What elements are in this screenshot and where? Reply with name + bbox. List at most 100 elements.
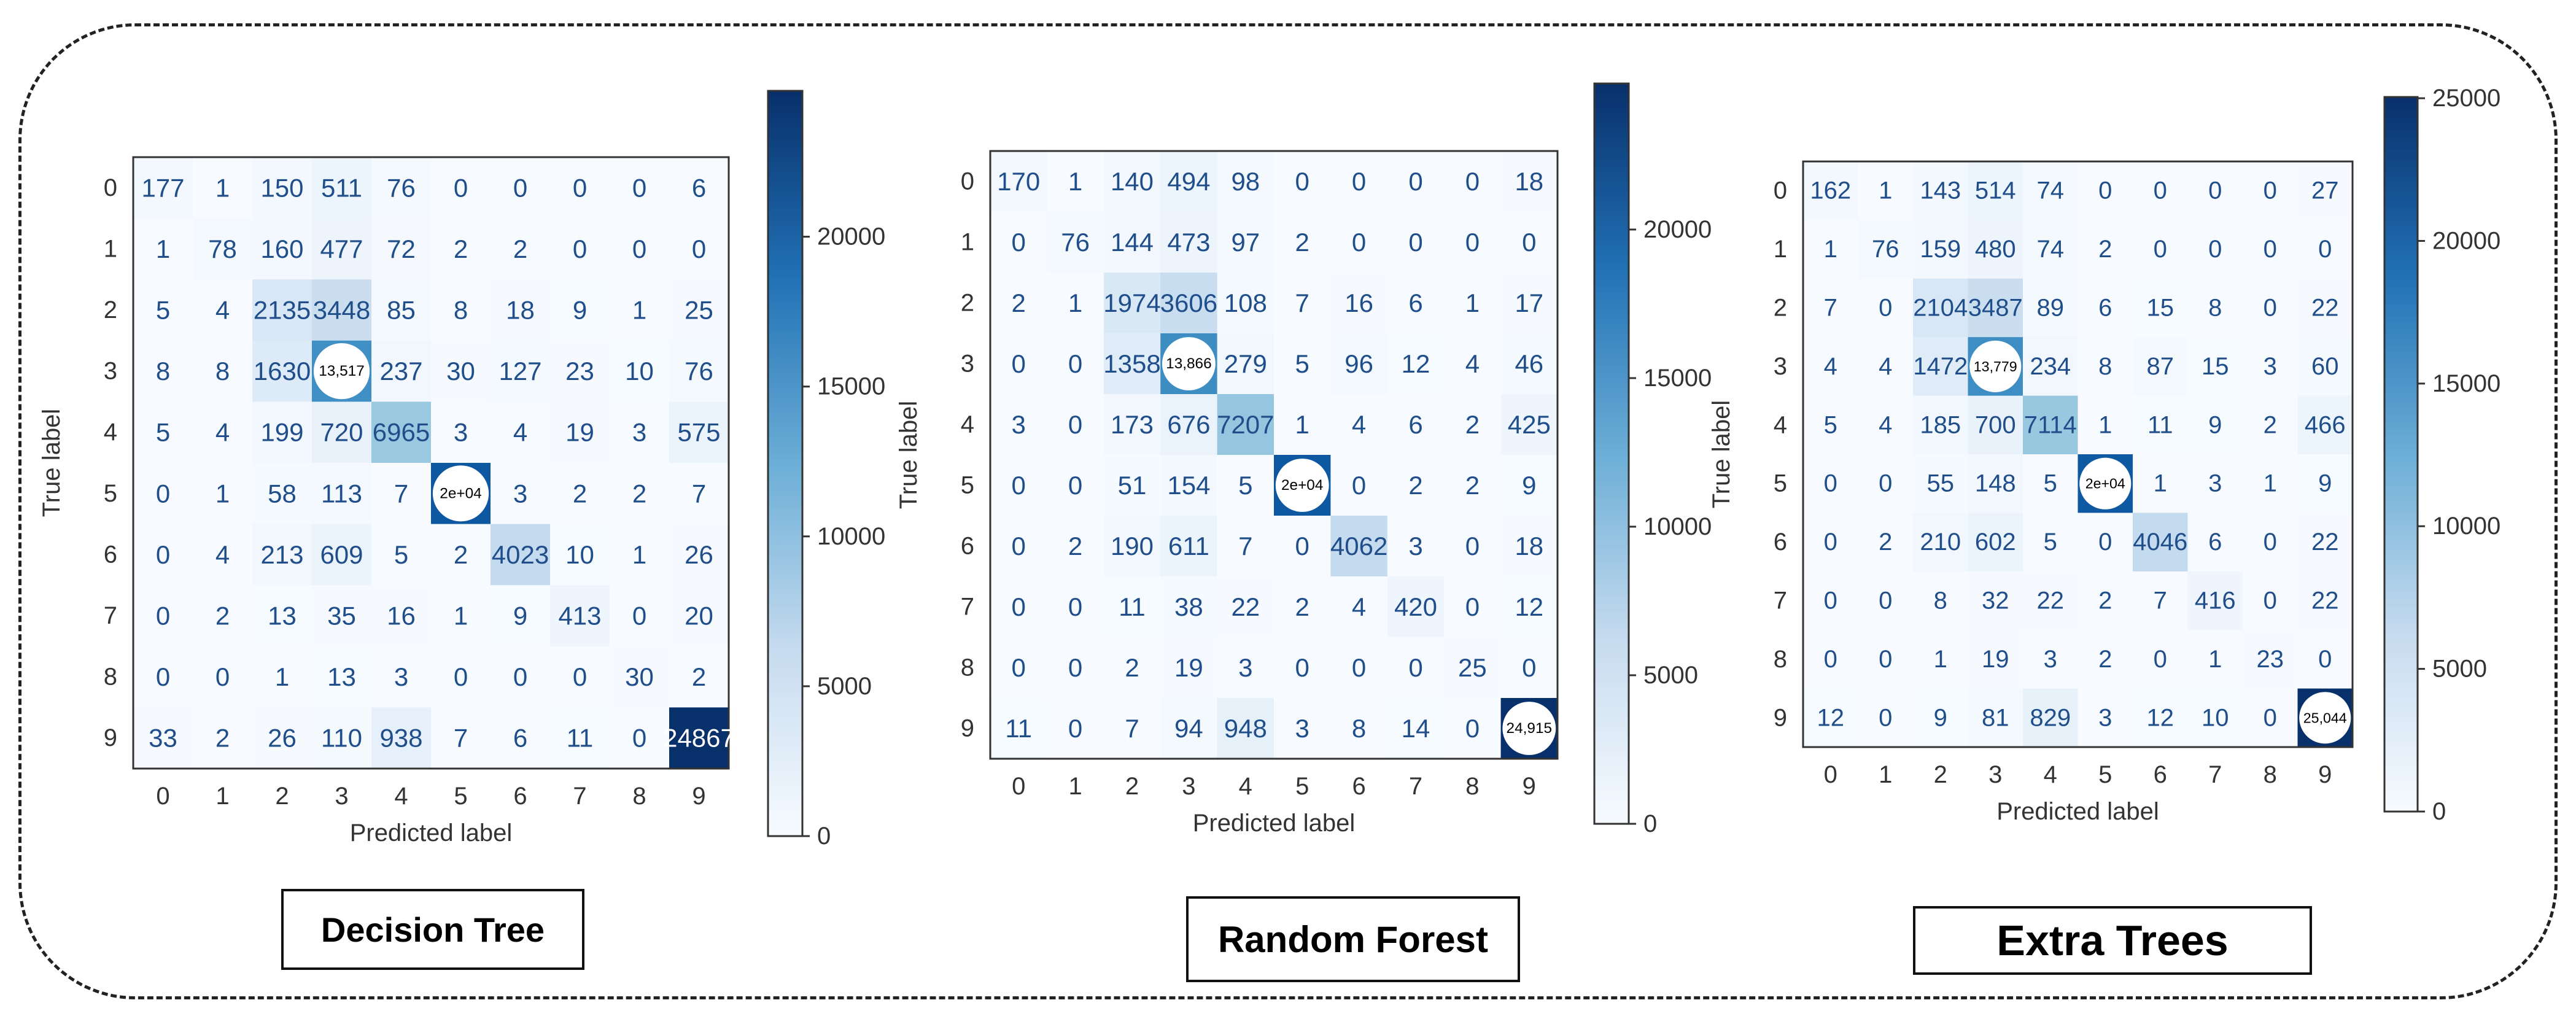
- cell-r0-c9: [669, 157, 729, 219]
- cell-r5-c9: [2297, 454, 2353, 513]
- cell-label-r5-c3: 148: [1975, 470, 2016, 497]
- cell-r6-c4: [1217, 516, 1274, 577]
- cell-r5-c0: [990, 455, 1047, 516]
- cell-label-r5-c4: 5: [2044, 470, 2057, 497]
- colorbar: [767, 90, 804, 837]
- cell-label-r7-c6: 7: [2154, 587, 2167, 614]
- y-tick-label-4: 4: [104, 419, 117, 446]
- cell-r2-c0: [133, 279, 193, 341]
- cell-label-r2-c5: 8: [454, 296, 468, 325]
- cell-r3-c2: [1103, 333, 1161, 395]
- cell-r4-c0: [990, 394, 1047, 455]
- cell-r1-c8: [610, 218, 670, 280]
- cell-r2-c5: [431, 279, 491, 341]
- x-tick-label-9: 9: [2318, 761, 2332, 788]
- cell-r5-c4: [1217, 455, 1274, 516]
- cell-r0-c0: [1803, 161, 1859, 220]
- x-tick-label-6: 6: [513, 783, 527, 810]
- cell-label-r2-c9: 22: [2311, 295, 2339, 322]
- cell-r4-c3: [1160, 394, 1218, 455]
- x-tick-label-9: 9: [692, 783, 705, 810]
- highlight-circle-r9-c9: [1502, 702, 1556, 755]
- cell-label-r1-c5: 2: [454, 234, 468, 263]
- cell-r1-c7: [1387, 212, 1445, 273]
- colorbar-tick-label-25000: 25000: [2432, 85, 2500, 112]
- cell-label-r5-c0: 0: [1012, 471, 1026, 500]
- cell-r0-c7: [2187, 161, 2243, 220]
- cell-r1-c3: [1968, 220, 2023, 279]
- cell-label-r6-c5: 0: [1295, 532, 1309, 560]
- cell-r8-c7: [2187, 630, 2243, 689]
- cell-r8-c8: [2243, 630, 2299, 689]
- cell-r5-c7: [2187, 454, 2243, 513]
- cell-r8-c7: [1387, 637, 1445, 699]
- cell-label-r6-c1: 2: [1879, 529, 1892, 556]
- cell-r4-c5: [2077, 395, 2133, 455]
- cell-label-r8-c5: 2: [2098, 646, 2112, 673]
- cell-label-r9-c4: 829: [2030, 704, 2071, 731]
- cell-label-r9-c3: 110: [321, 724, 362, 753]
- cell-r3-c7: [1387, 333, 1445, 395]
- cell-label-r7-c0: 0: [156, 602, 170, 630]
- x-tick-label-7: 7: [573, 783, 586, 810]
- x-tick-label-0: 0: [156, 783, 169, 810]
- cell-label-r9-c2: 9: [1934, 704, 1947, 731]
- cell-label-r9-c6: 6: [513, 724, 527, 753]
- cell-label-r0-c8: 0: [1465, 167, 1480, 196]
- cell-label-r1-c8: 0: [632, 234, 646, 263]
- cell-r9-c2: [252, 707, 312, 769]
- cell-label-r6-c9: 18: [1515, 532, 1543, 560]
- cell-label-r3-c6: 87: [2147, 353, 2174, 380]
- cell-label-r7-c9: 12: [1515, 592, 1543, 621]
- cell-label-r5-c5: 2e+04: [2085, 476, 2125, 492]
- cell-r5-c3: [312, 463, 372, 525]
- y-tick-label-5: 5: [1774, 470, 1787, 497]
- cell-r4-c6: [1330, 394, 1388, 455]
- y-tick-label-1: 1: [104, 235, 117, 262]
- cell-label-r2-c7: 8: [2208, 295, 2222, 322]
- cell-label-r1-c6: 0: [2154, 236, 2167, 263]
- colorbar-tick-label-20000: 20000: [1643, 216, 1712, 243]
- cell-r0-c5: [2077, 161, 2133, 220]
- cell-label-r2-c5: 6: [2098, 295, 2112, 322]
- cell-r3-c4: [2023, 337, 2079, 397]
- cell-label-r7-c7: 413: [558, 602, 601, 630]
- cell-label-r4-c0: 3: [1012, 410, 1026, 439]
- cell-label-r6-c5: 0: [2098, 529, 2112, 556]
- cell-label-r6-c3: 602: [1975, 529, 2016, 556]
- cell-r9-c5: [2077, 688, 2133, 748]
- cell-label-r1-c2: 144: [1111, 228, 1154, 257]
- cell-label-r0-c1: 1: [215, 173, 230, 202]
- cell-r3-c6: [1330, 333, 1388, 395]
- cell-r1-c0: [1803, 220, 1859, 279]
- x-tick-label-6: 6: [1352, 773, 1365, 800]
- cell-label-r9-c7: 11: [567, 724, 594, 753]
- cell-label-r2-c4: 85: [387, 296, 416, 325]
- cell-r0-c3: [1968, 161, 2023, 220]
- cell-r9-c5: [1274, 698, 1331, 759]
- cell-r3-c9: [669, 340, 729, 402]
- cell-r4-c1: [193, 401, 253, 463]
- cell-r6-c1: [1047, 516, 1104, 577]
- cell-r7-c0: [1803, 571, 1859, 630]
- cell-label-r0-c6: 0: [1352, 167, 1366, 196]
- cell-r4-c3: [312, 401, 372, 463]
- y-tick-label-3: 3: [961, 351, 974, 378]
- cell-label-r6-c8: 0: [1465, 532, 1480, 560]
- x-tick-label-4: 4: [394, 783, 408, 810]
- cell-label-r7-c7: 420: [1394, 592, 1437, 621]
- y-tick-label-2: 2: [104, 296, 117, 324]
- cell-label-r3-c1: 0: [1068, 349, 1082, 378]
- cell-r2-c8: [1444, 273, 1502, 334]
- cell-label-r3-c8: 3: [2264, 353, 2277, 380]
- cell-label-r5-c9: 9: [2318, 470, 2332, 497]
- cell-r9-c4: [371, 707, 432, 769]
- cell-r0-c4: [371, 157, 432, 219]
- cell-label-r6-c3: 611: [1168, 532, 1209, 560]
- cell-r0-c4: [1217, 151, 1274, 212]
- cell-r9-c1: [193, 707, 253, 769]
- y-tick-label-9: 9: [961, 715, 974, 742]
- x-axis-label: Predicted label: [1996, 798, 2159, 825]
